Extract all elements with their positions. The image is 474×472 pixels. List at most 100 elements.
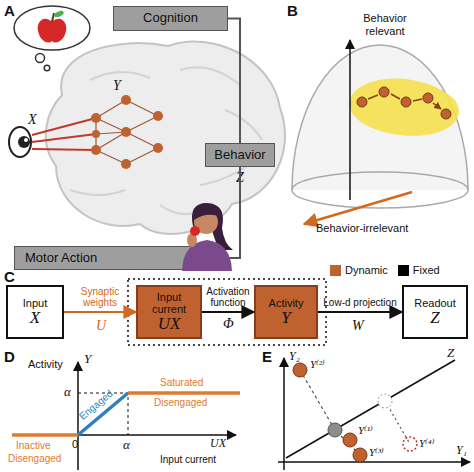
- node-label: Cognition: [143, 11, 198, 25]
- panel-letter: D: [4, 348, 15, 365]
- point-label: Y⁽³⁾: [369, 446, 384, 459]
- point-label: Y⁽⁴⁾: [419, 437, 434, 450]
- person-body: [182, 240, 232, 271]
- dynamic-group-outline: [128, 279, 326, 345]
- eye-glint: [24, 138, 28, 142]
- neuron: [121, 159, 131, 169]
- neuron: [92, 130, 100, 138]
- motor-action-box: Motor Action: [14, 246, 214, 270]
- legend-label: Dynamic: [345, 264, 388, 276]
- activity-point: [403, 437, 417, 451]
- state-dot: [379, 87, 389, 97]
- axis-symbol: UX: [210, 437, 226, 451]
- panel-letter: B: [287, 2, 298, 19]
- inactive-segment: [12, 433, 78, 437]
- activity-point: [293, 363, 307, 377]
- edge-label: Synaptic weights: [67, 286, 133, 308]
- behavior-box: Behavior: [205, 143, 275, 167]
- point-label: Y⁽¹⁾: [358, 424, 373, 437]
- tick-label: α: [123, 438, 130, 453]
- apple-leaf: [53, 10, 64, 19]
- held-apple: [190, 226, 200, 236]
- function-symbol: Φ: [223, 316, 234, 332]
- brain-fold: [70, 67, 262, 214]
- behavior-symbol: Z: [236, 170, 244, 186]
- neuron: [121, 95, 131, 105]
- projected-point: [328, 423, 342, 437]
- node-symbol: Z: [430, 309, 439, 328]
- node-symbol: UX: [158, 315, 181, 334]
- neuron: [153, 143, 163, 153]
- thought-bubble: [14, 6, 90, 50]
- readout-axis: [286, 360, 455, 458]
- panel-letter: C: [4, 268, 15, 285]
- irrelevant-axis: [304, 192, 412, 224]
- activity-point: [343, 433, 357, 447]
- projected-point: [378, 394, 392, 408]
- state-dot: [401, 97, 411, 107]
- brain-outline: [46, 41, 285, 233]
- state-dot: [357, 97, 367, 107]
- regime-label: Inactive: [16, 440, 50, 452]
- neuron: [153, 111, 163, 121]
- neuron: [121, 127, 131, 137]
- neuron: [91, 145, 101, 155]
- axis-symbol: Z: [447, 346, 454, 361]
- legend-item: Fixed: [398, 264, 440, 276]
- axis-symbol: Y: [84, 352, 91, 367]
- regime-label: Disengaged: [8, 453, 61, 465]
- neuron: [91, 113, 101, 123]
- regime-label: Saturated: [160, 377, 203, 389]
- edge-label: Activation function: [202, 286, 254, 308]
- saturated-segment: [128, 391, 240, 395]
- network-link: [96, 100, 158, 164]
- thought-dot: [36, 54, 45, 63]
- legend-swatch: [398, 265, 409, 276]
- thought-dot: [44, 65, 50, 71]
- node-label: Readout: [414, 297, 456, 309]
- eye-iris: [18, 136, 30, 148]
- x-axis: [12, 434, 236, 436]
- axis-label: Behavior-irrelevant: [316, 222, 408, 235]
- behavior-manifold: [349, 79, 459, 136]
- weight-symbol: U: [96, 318, 106, 334]
- eye: [9, 127, 31, 157]
- regime-label: Engaged: [77, 388, 115, 423]
- state-dot: [441, 109, 451, 119]
- axis-label: Input current: [160, 454, 216, 466]
- flow-arrow: [64, 311, 136, 313]
- person-hair: [192, 203, 233, 250]
- readout-box: ReadoutZ: [402, 285, 468, 339]
- input-symbol: X: [28, 112, 37, 128]
- state-dot: [423, 93, 433, 103]
- legend-swatch: [330, 265, 341, 276]
- panel-letter: E: [262, 348, 272, 365]
- input-current-box: Input currentUX: [136, 285, 202, 339]
- node-label: Activity: [269, 297, 304, 309]
- edge-label: Low-d projection: [323, 297, 397, 308]
- axis-symbol: Y₁: [456, 444, 467, 458]
- relevant-axis: [349, 40, 351, 200]
- y2-axis: [283, 358, 285, 470]
- axis-label: Behavior relevant: [354, 12, 416, 37]
- input-fiber: [32, 118, 96, 150]
- flow-arrow: [202, 311, 254, 313]
- input-box: InputX: [6, 285, 64, 339]
- legend-item: Dynamic: [330, 264, 388, 276]
- node-label: Input current: [140, 291, 198, 315]
- person-hand: [187, 233, 197, 247]
- node-label: Motor Action: [25, 251, 97, 265]
- person-head: [194, 210, 218, 234]
- link-line: [228, 19, 240, 144]
- activity-point: [353, 448, 367, 462]
- cognition-box: Cognition: [113, 6, 228, 31]
- person-fringe: [194, 207, 218, 220]
- apple: [38, 19, 67, 43]
- activity-symbol: Y: [113, 78, 121, 94]
- axis-symbol: Y₂: [289, 350, 300, 364]
- tick-label: 0: [72, 438, 78, 451]
